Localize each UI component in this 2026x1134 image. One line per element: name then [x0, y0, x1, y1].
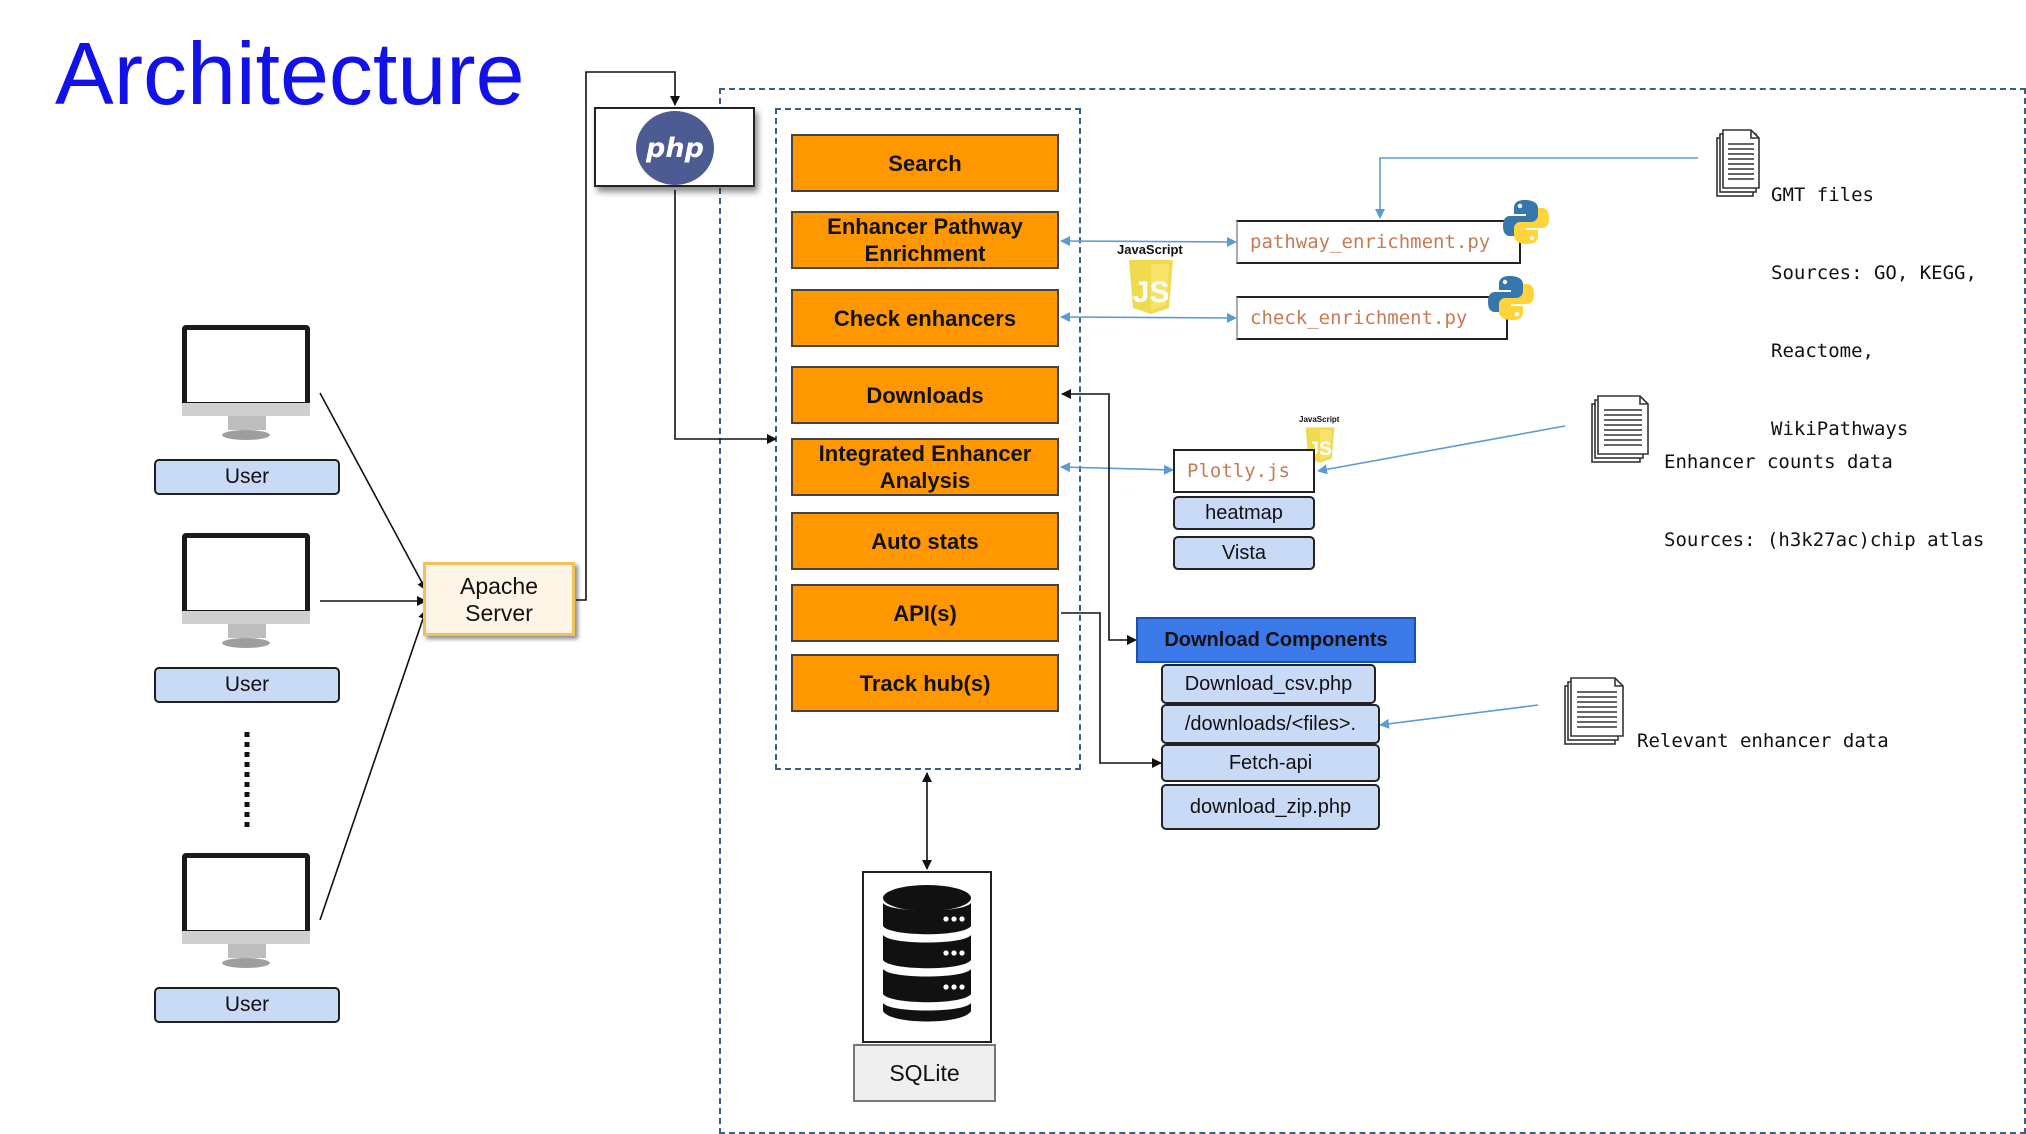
component-line: Analysis: [879, 468, 971, 493]
plotly-item-vista: Vista: [1173, 536, 1315, 570]
downloads-to-components-line: [1061, 389, 1137, 645]
apache-line2: Server: [465, 600, 533, 626]
plotly-link: [1060, 462, 1174, 475]
user-label: User: [154, 987, 340, 1023]
component-downloads: Downloads: [791, 366, 1059, 424]
component-auto-stats: Auto stats: [791, 512, 1059, 570]
document-stack-icon: [1591, 395, 1649, 463]
user1-to-apache-line: [319, 392, 427, 591]
note-line: Sources: GO, KEGG,: [1771, 262, 1977, 284]
plotly-item-heatmap: heatmap: [1173, 496, 1315, 530]
gmt-to-pathway-line: [1375, 157, 1698, 219]
check-link: [1060, 312, 1237, 323]
component-line: Check enhancers: [833, 305, 1017, 331]
note-line: WikiPathways: [1771, 418, 1909, 440]
user-label: User: [154, 459, 340, 495]
monitor-icon: [182, 853, 310, 968]
page-title: Architecture: [55, 24, 525, 123]
plotly-script: Plotly.js: [1173, 449, 1315, 493]
download-item-files: /downloads/<files>.: [1161, 704, 1380, 744]
component-line: Track hub(s): [859, 670, 991, 696]
note-line: Sources: (h3k27ac)chip atlas: [1664, 529, 1985, 551]
download-item-csv: Download_csv.php: [1161, 664, 1376, 704]
javascript-label: JavaScript: [1299, 415, 1340, 424]
database-icon: [883, 885, 971, 1022]
download-components-header: Download Components: [1136, 617, 1416, 663]
document-stack-icon: [1564, 677, 1624, 745]
component-apis: API(s): [791, 584, 1059, 642]
component-search: Search: [791, 134, 1059, 192]
note-line: Reactome,: [1771, 340, 1874, 362]
pathway-enrichment-script: pathway_enrichment.py: [1236, 220, 1521, 264]
component-track-hubs: Track hub(s): [791, 654, 1059, 712]
js-mark: JS: [1133, 276, 1170, 309]
monitor-icon: [182, 325, 310, 440]
php-to-components-line: [674, 190, 777, 444]
apache-server-box: Apache Server: [423, 562, 575, 636]
download-item-zip: download_zip.php: [1161, 784, 1380, 830]
component-line: Search: [888, 150, 962, 176]
sqlite-label: SQLite: [853, 1044, 996, 1102]
component-line: Integrated Enhancer: [818, 441, 1032, 466]
component-check-enhancers: Check enhancers: [791, 289, 1059, 347]
download-item-fetch-api: Fetch-api: [1161, 744, 1380, 782]
user3-to-apache-line: [319, 609, 428, 921]
note-line: Relevant enhancer data: [1637, 730, 1889, 752]
php-logo-icon: php: [636, 111, 714, 185]
component-line: Auto stats: [871, 528, 979, 554]
component-line: Enrichment: [864, 241, 986, 266]
javascript-label: JavaScript: [1117, 242, 1183, 257]
check-enrichment-script: check_enrichment.py: [1236, 296, 1508, 340]
api-to-fetch-line: [1061, 612, 1162, 768]
counts-to-plotly-line: [1317, 425, 1566, 475]
gmt-files-note: GMT files Sources: GO, KEGG, Reactome, W…: [1771, 130, 1977, 468]
user-label: User: [154, 667, 340, 703]
relevant-to-files-line: [1379, 704, 1539, 729]
python-logo-icon: [1503, 200, 1549, 244]
relevant-enhancer-note: Relevant enhancer data: [1637, 676, 1889, 780]
monitor-icon: [182, 533, 310, 648]
apache-to-php-line: [576, 71, 680, 601]
note-line: Enhancer counts data: [1664, 451, 1893, 473]
component-line: API(s): [893, 600, 957, 626]
pathway-link: [1060, 236, 1237, 247]
component-line: Enhancer Pathway: [827, 214, 1023, 239]
document-stack-icon: [1716, 129, 1760, 197]
note-line: GMT files: [1771, 184, 1874, 206]
component-line: Downloads: [866, 382, 984, 408]
python-logo-icon: [1488, 276, 1534, 320]
apache-line1: Apache: [459, 573, 538, 599]
server-boundary: [719, 88, 2026, 1134]
javascript-logo-icon: JS: [1129, 260, 1173, 314]
enhancer-counts-note: Enhancer counts data Sources: (h3k27ac)c…: [1664, 397, 1984, 579]
